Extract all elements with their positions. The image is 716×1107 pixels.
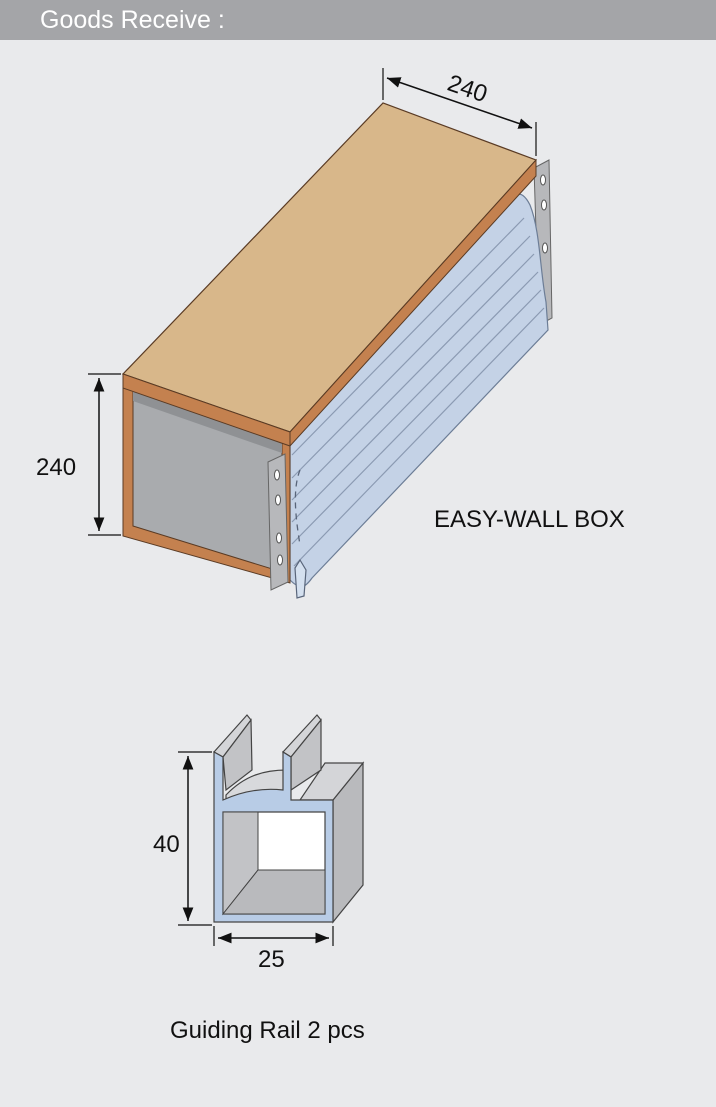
- roller-curtain: [289, 193, 549, 599]
- easy-wall-box: 240 240 EASY-WALL BOX: [36, 68, 625, 599]
- rail-width-dimension: 25: [213, 926, 334, 973]
- rail-height-dimension: 40: [153, 751, 212, 926]
- left-bracket: [267, 453, 289, 591]
- rail-height-label: 40: [153, 831, 180, 858]
- page-title: Goods Receive :: [40, 6, 225, 34]
- box-width-label: 240: [444, 70, 491, 109]
- guiding-rail: 40 25 Guiding Rail 2 pcs: [153, 714, 365, 1044]
- rail-caption: Guiding Rail 2 pcs: [170, 1017, 365, 1044]
- box-caption: EASY-WALL BOX: [434, 506, 625, 533]
- box-height-label: 240: [36, 454, 76, 481]
- header-bar: Goods Receive :: [0, 0, 716, 40]
- rail-width-label: 25: [258, 946, 285, 973]
- box-height-dimension: 240: [36, 373, 121, 536]
- box-top-face: [121, 102, 538, 448]
